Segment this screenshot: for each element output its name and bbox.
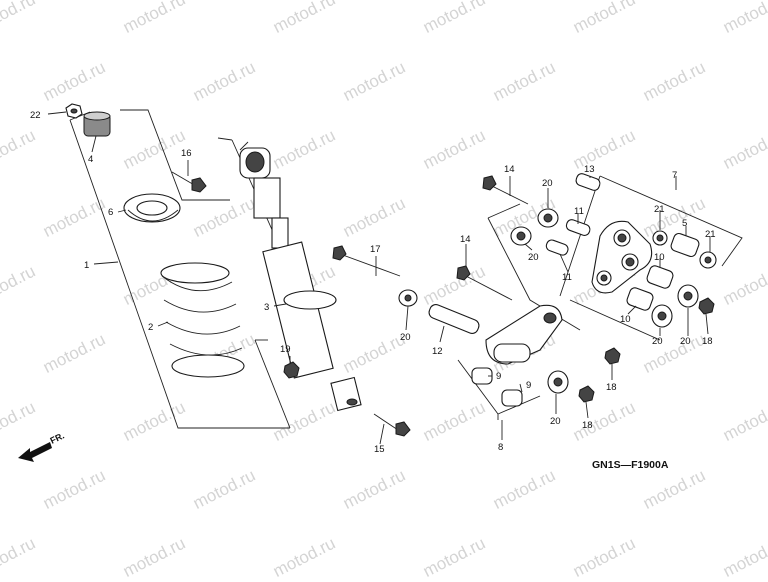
callout-10-a: 10 [654,252,665,263]
callout-5: 5 [682,218,687,229]
callout-22: 22 [30,110,41,121]
callout-9-a: 9 [496,371,501,382]
linkage-brackets [457,175,743,420]
part-13-collar [575,173,601,191]
callout-19: 19 [280,344,291,355]
front-label: FR. [48,430,65,445]
callout-10-b: 10 [620,314,631,325]
part-12-pipe [428,304,480,334]
leader-lines [47,111,711,445]
callout-20-b: 20 [528,252,539,263]
callout-1: 1 [84,260,89,271]
callout-6: 6 [108,207,113,218]
callout-14-upper: 14 [504,164,515,175]
part-9-bushings [471,367,523,407]
callout-21-b: 21 [705,229,716,240]
callout-16: 16 [181,148,192,159]
callout-11-b: 11 [562,272,572,283]
part-21-seals [652,230,717,269]
callout-20-f: 20 [550,416,561,427]
callout-labels: 22 4 6 1 2 3 16 19 17 15 14 14 20 20 20 … [30,110,716,455]
callout-9-b: 9 [526,380,531,391]
part-20-seal-group [398,208,699,394]
part-11-collars [545,219,591,256]
callout-18-c: 18 [582,420,593,431]
callout-17: 17 [370,244,381,255]
callout-18-b: 18 [606,382,617,393]
part-10-bushings [626,265,674,311]
part-4-bushing [83,111,111,137]
part-19-nut [283,361,300,379]
diagram-code: GN1S—F1900A [592,459,669,471]
part-2-spring [160,262,245,378]
callout-20-c: 20 [400,332,411,343]
callout-8: 8 [498,442,503,453]
part-7-cushion-arm [591,220,653,294]
part-18-nuts [578,297,715,403]
part-17-bolt [332,245,401,277]
callout-7: 7 [672,170,677,181]
callout-12: 12 [432,346,443,357]
callout-20-e: 20 [680,336,691,347]
part-22-nut [65,103,83,119]
part-3-shock-absorber [239,147,362,412]
callout-20-d: 20 [652,336,663,347]
part-6-spring-seat [123,193,181,223]
callout-3: 3 [264,302,269,313]
callout-4: 4 [88,154,93,165]
part-5-bushing [670,232,700,258]
callout-18-a: 18 [702,336,713,347]
part-8-connecting-rod [485,304,563,365]
front-direction-indicator: FR. [18,430,66,462]
part-15-bolt [373,413,411,437]
part-14-bolt-lower [456,265,513,301]
callout-11-a: 11 [574,206,584,217]
part-16-bolt [171,171,207,193]
callout-20-a: 20 [542,178,553,189]
callout-14-lower: 14 [460,234,471,245]
callout-15: 15 [374,444,385,455]
callout-21-a: 21 [654,204,665,215]
callout-13: 13 [584,164,595,175]
callout-2: 2 [148,322,153,333]
part-14-bolt-upper [482,175,529,205]
front-arrow-icon [18,442,52,462]
